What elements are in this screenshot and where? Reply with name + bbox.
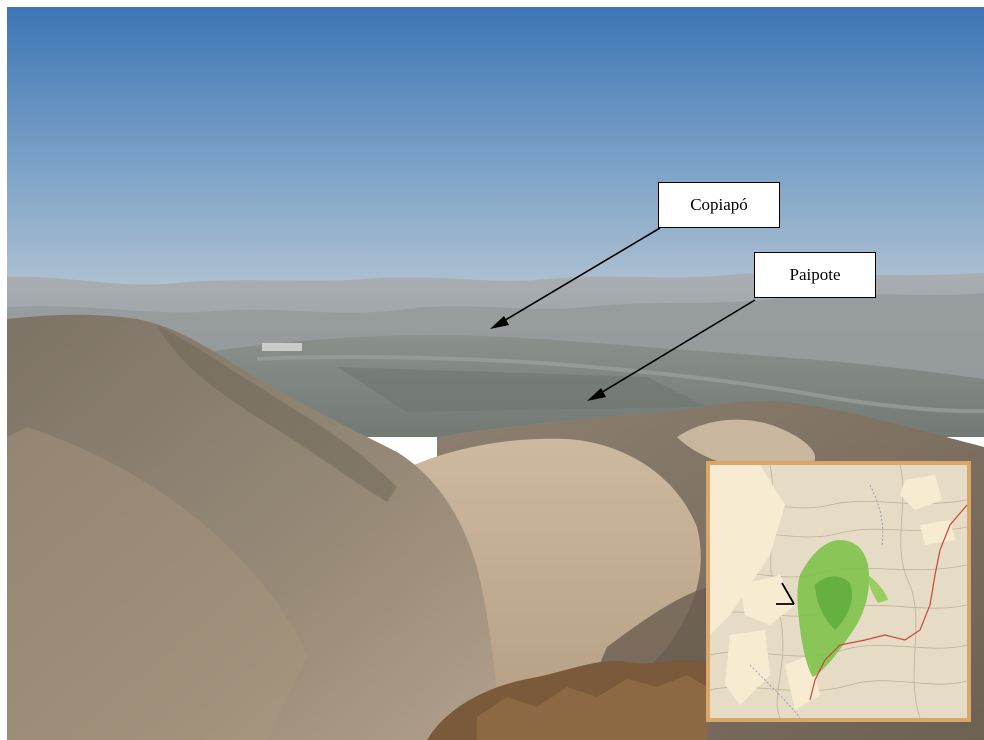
map-road — [809, 504, 967, 701]
callout-paipote: Paipote — [754, 252, 876, 298]
map-green-core — [815, 576, 853, 630]
ridge-shadow — [157, 325, 397, 502]
callout-copiapo: Copiapó — [658, 182, 780, 228]
quarry-patch — [262, 343, 302, 351]
right-sandy-patch — [677, 419, 816, 472]
map-trail — [869, 484, 884, 546]
arrow-icon — [490, 227, 661, 329]
callout-copiapo-label: Copiapó — [690, 195, 748, 214]
arrow-icon — [587, 299, 756, 401]
viewpoint-angle-icon — [776, 582, 795, 605]
callout-paipote-label: Paipote — [789, 265, 841, 284]
topo-map-graphic — [710, 465, 967, 718]
map-green-area-east — [868, 575, 888, 603]
town-texture — [337, 367, 707, 412]
inset-topo-map — [706, 461, 971, 722]
river-strip — [256, 354, 984, 414]
map-sand-patches — [710, 465, 955, 710]
rock-highlights — [477, 675, 707, 740]
map-trail — [749, 664, 801, 718]
foreground-ridge — [7, 314, 502, 740]
ridge-texture — [7, 427, 307, 740]
